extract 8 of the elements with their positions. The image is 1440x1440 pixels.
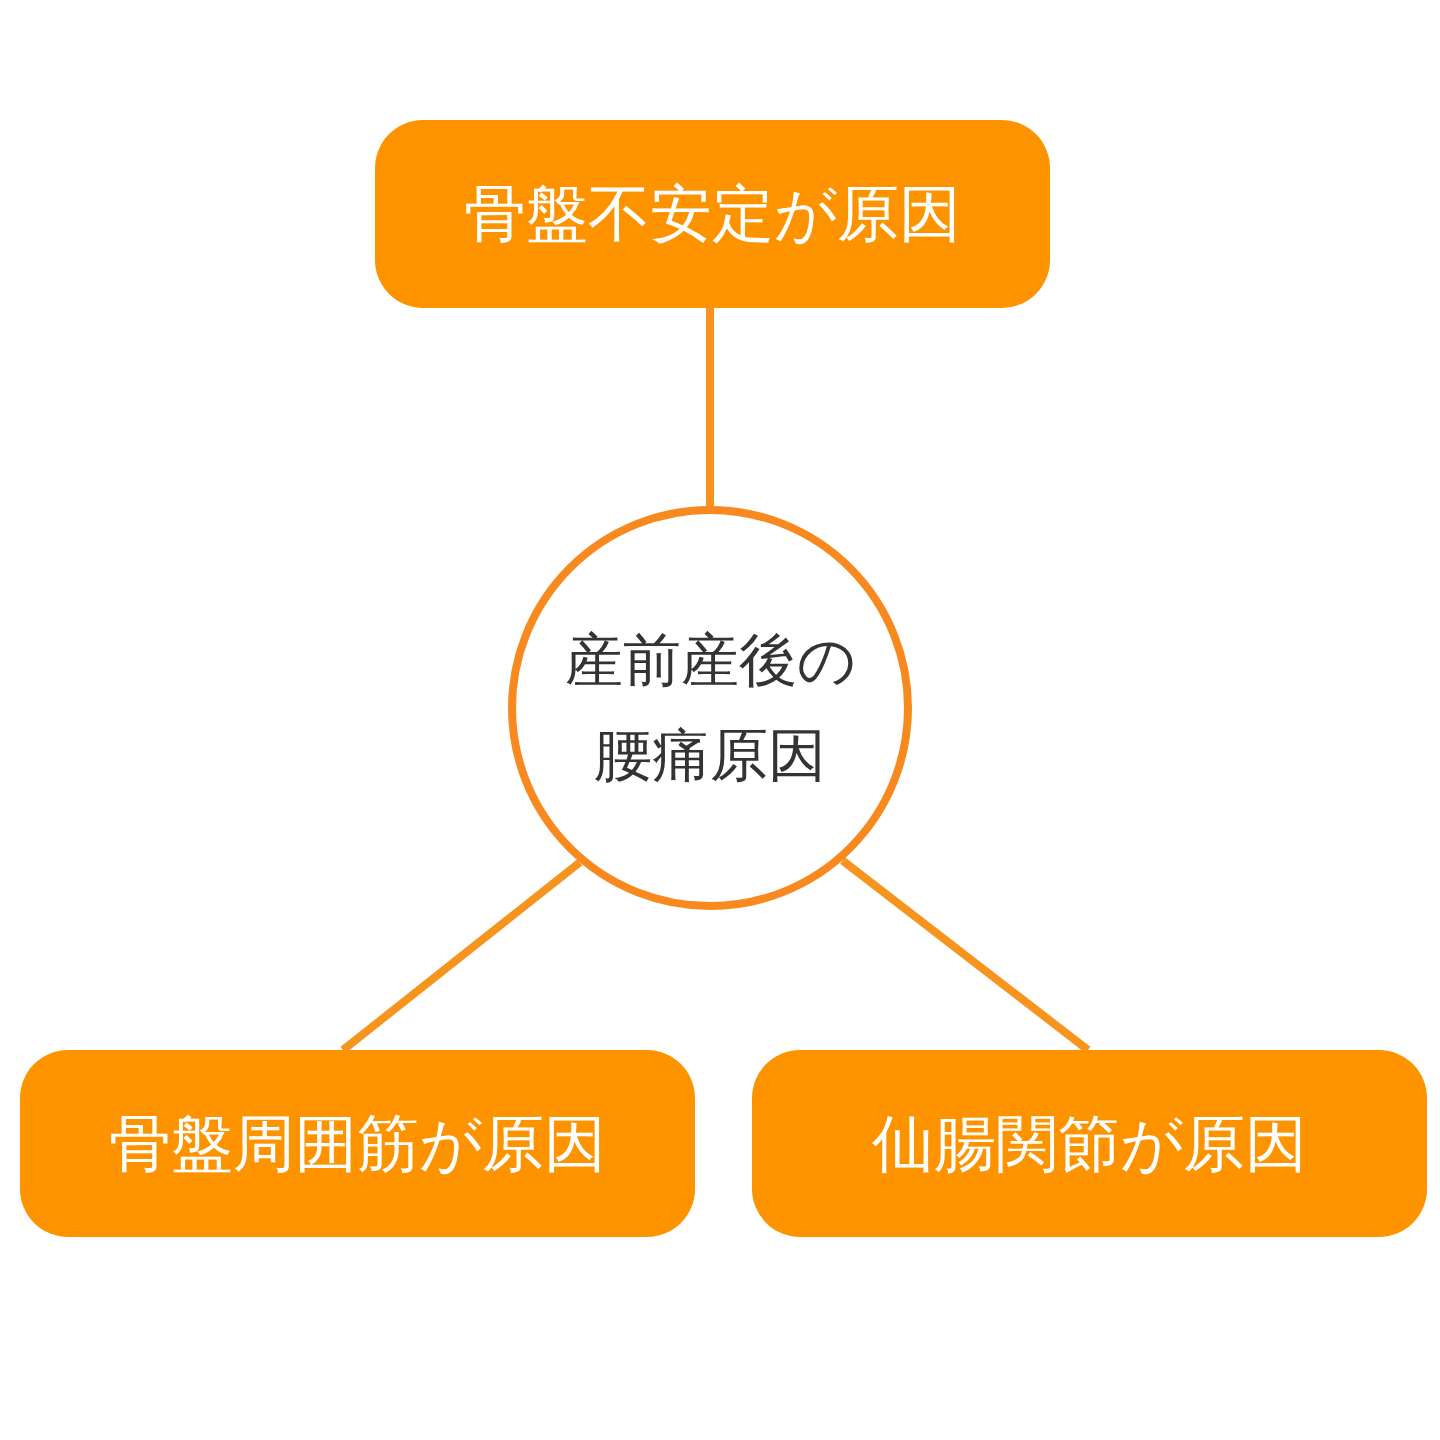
topic-text: 産前産後の腰痛原因 [563, 625, 857, 791]
connector-line [706, 308, 714, 506]
cause-box [752, 1050, 1427, 1237]
cause-text: 仙腸関節が原因 [872, 1105, 1307, 1182]
cause-text: 骨盤周囲筋が原因 [109, 1105, 606, 1182]
cause-box [20, 1050, 695, 1237]
cause-box [375, 120, 1050, 308]
cause-text: 骨盤不安定が原因 [464, 176, 961, 252]
